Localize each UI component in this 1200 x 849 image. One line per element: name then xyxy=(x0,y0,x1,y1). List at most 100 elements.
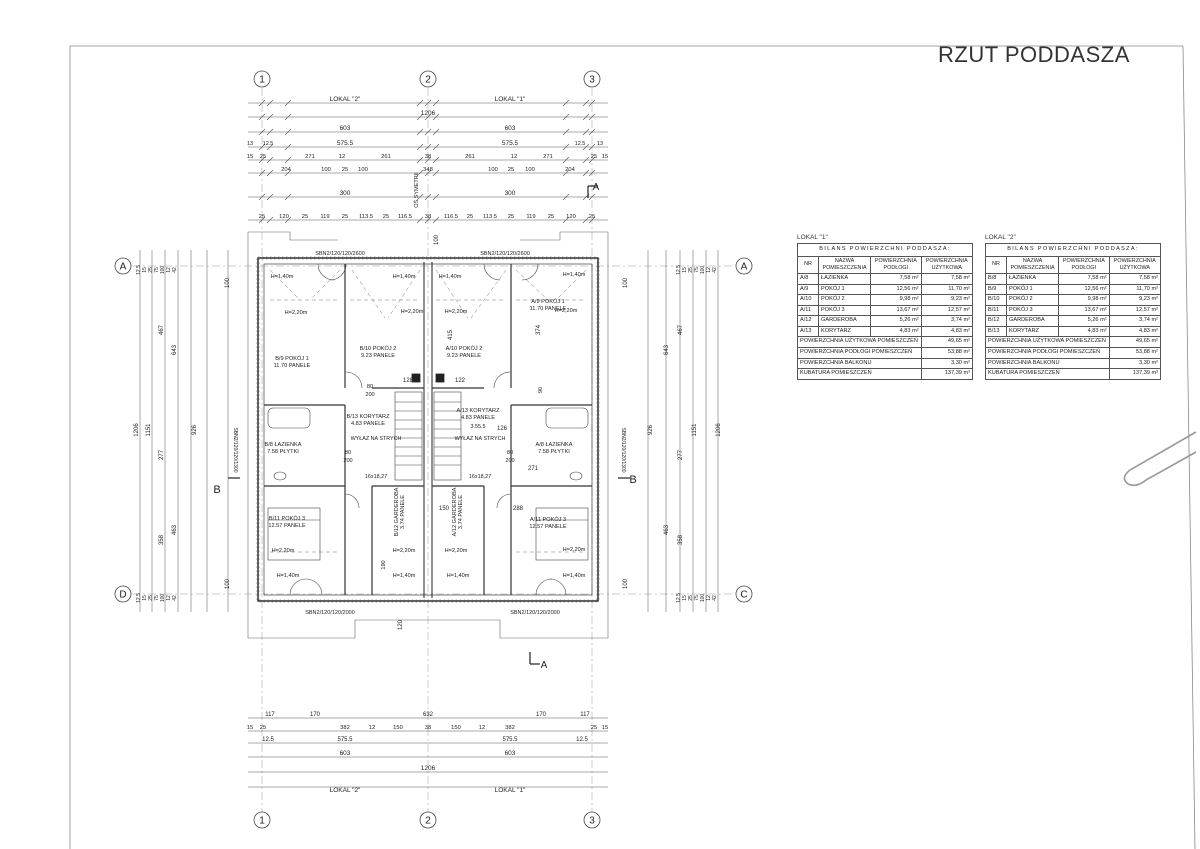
dim-right-small: 25 xyxy=(688,595,694,601)
table-cell: B/11 xyxy=(985,304,1007,317)
height-label: H=2,20m xyxy=(445,548,468,554)
wall-label: SBN2/120/120/2000 xyxy=(510,610,560,616)
dim-right-small: 42 xyxy=(712,267,718,273)
dim-415: 415 xyxy=(448,329,454,340)
room-label-B-10: B/10 POKÓJ 2 xyxy=(360,345,397,352)
dim-bottom-row2: 150 xyxy=(451,725,461,731)
axis-bubble-bottom-3 xyxy=(583,811,601,829)
table-header: NR xyxy=(985,255,1007,275)
dim-stair-1: 300 xyxy=(505,190,516,197)
room-area-B-10: 9.23 PANELE xyxy=(361,353,395,359)
dim-top-row4: 204 xyxy=(565,167,575,173)
dim-right-segment: 643 xyxy=(664,344,670,355)
table-cell: POKÓJ 3 xyxy=(1005,304,1060,317)
dim-edge-top: 13 xyxy=(247,141,253,147)
table-caption: LOKAL "1" xyxy=(797,234,828,241)
dim-left-small: 100 xyxy=(160,594,166,603)
door-dim-200: 200 xyxy=(343,458,352,464)
room-area-A-12: 3.74 PANELE xyxy=(458,495,464,529)
wall-label: SBN2/120/120/2000 xyxy=(305,610,355,616)
height-label: H=1,40m xyxy=(563,573,586,579)
summary-value: 53,88 m² xyxy=(1108,346,1162,359)
dim-top-row5: 113.5 xyxy=(359,214,373,220)
axis-bubble-bottom-1-label: 1 xyxy=(259,816,265,827)
room-label-A-8: A/8 ŁAZIENKA xyxy=(536,442,573,448)
dim-top-row4: 25 xyxy=(508,167,514,173)
table-cell: 4,83 m² xyxy=(1058,325,1110,338)
table-title: BILANS POWIERZCHNI PODDASZA: xyxy=(985,243,1161,257)
axis-bubble-top-2-label: 2 xyxy=(425,75,431,86)
room-label-B-8: B/8 ŁAZIENKA xyxy=(265,442,302,448)
axis-bubble-left-A xyxy=(114,257,132,275)
table-cell: 13,67 m² xyxy=(870,304,922,317)
dim-374: 374 xyxy=(536,324,542,335)
dim-top-row5: 120 xyxy=(566,214,576,220)
room-area-B-9: 11.70 PANELE xyxy=(274,363,311,369)
room-area-B-13: 4.83 PANELE xyxy=(351,421,385,427)
dim-100-left: 100 xyxy=(225,578,231,589)
loft-hatch-label-2: WYŁAZ NA STRYCH xyxy=(351,436,402,442)
table-cell: 7,58 m² xyxy=(920,273,974,285)
dim-left-small: 42 xyxy=(172,595,178,601)
table-cell: B/12 xyxy=(985,315,1007,327)
dim-left-small: 12 xyxy=(166,595,172,601)
height-label: H=2,20m xyxy=(555,308,578,314)
axis-bubble-bottom-3-label: 3 xyxy=(589,816,595,827)
dim-bottom-inner: 12.5 xyxy=(576,737,588,743)
door-dim-80: 80 xyxy=(367,384,373,390)
dim-122: 122 xyxy=(455,378,466,384)
summary-label: POWIERZCHNIA PODŁOGI POMIESZCZEŃ xyxy=(985,346,1110,359)
dim-right-small: 42 xyxy=(712,595,718,601)
dim-right-small: 75 xyxy=(694,267,700,273)
door-dim-80: 80 xyxy=(345,450,351,456)
dim-right-inner: 1151 xyxy=(692,423,698,437)
dim-bottom-row2: 12 xyxy=(369,725,375,731)
dim-half-top-1: 603 xyxy=(505,125,516,132)
axis-bubble-top-1-label: 1 xyxy=(259,75,265,86)
table-header: NR xyxy=(797,255,819,275)
room-label-B-13: B/13 KORYTARZ xyxy=(346,414,390,420)
dim-left-926: 926 xyxy=(192,424,198,435)
section-mark-left: B xyxy=(213,484,220,496)
table-cell: 9,98 m² xyxy=(1058,294,1110,306)
dim-top-row5: 25 xyxy=(342,214,348,220)
table-header: POWIERZCHNIA PODŁOGI xyxy=(870,255,922,275)
dim-right-segment: 463 xyxy=(664,524,670,535)
table-cell: ŁAZIENKA xyxy=(817,273,872,285)
table-cell: 9,23 m² xyxy=(920,294,974,306)
bed-icons xyxy=(267,507,589,561)
dim-271: 271 xyxy=(528,466,539,472)
dim-top-row5: 38 xyxy=(425,214,431,220)
roof-outline xyxy=(247,231,609,639)
roof-slope-lines xyxy=(269,269,587,553)
table-header: POWIERZCHNIA UŻYTKOWA xyxy=(920,255,974,275)
axis-bubble-left-D-label: D xyxy=(119,590,126,601)
dim-left-segment: 467 xyxy=(159,324,165,335)
dim-right-segment: 358 xyxy=(678,534,684,545)
summary-label: POWIERZCHNIA BALKONU xyxy=(985,357,1110,370)
table-caption: LOKAL "2" xyxy=(985,234,1016,241)
table-cell: 4,83 m² xyxy=(870,325,922,338)
summary-value: 53,88 m² xyxy=(920,346,974,359)
door-dim-80: 80 xyxy=(507,450,513,456)
dim-right-overall: 1206 xyxy=(716,423,722,437)
dim-top-row5: 119 xyxy=(320,214,329,220)
axis-bubble-left-D xyxy=(114,585,132,603)
dim-128: 128 xyxy=(403,378,414,384)
dim-top-row5: 25 xyxy=(508,214,514,220)
unit-label-bottom-2: LOKAL "2" xyxy=(330,787,361,794)
dim-top-row5: 116.5 xyxy=(444,214,458,220)
dim-bottom-row2: 150 xyxy=(393,725,403,731)
height-label: H=1,40m xyxy=(439,274,462,280)
table-cell: KORYTARZ xyxy=(1005,325,1060,338)
table-cell: 11,70 m² xyxy=(920,283,974,296)
door-swings xyxy=(289,263,567,596)
dim-bottom-row2: 15 xyxy=(247,725,253,731)
table-cell: 12,56 m² xyxy=(1058,283,1110,296)
